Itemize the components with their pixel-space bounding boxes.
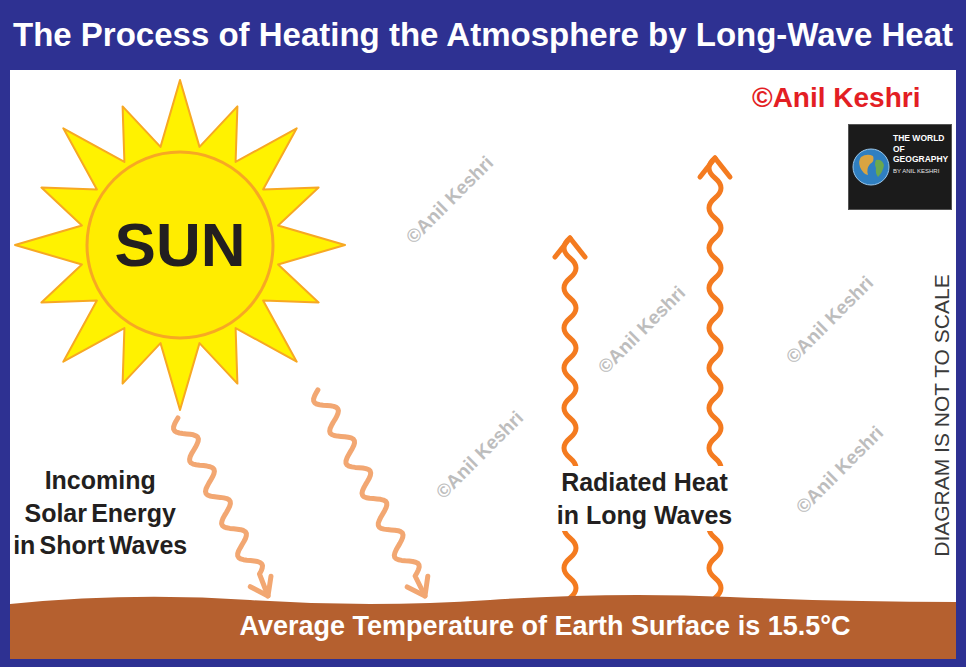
copyright-mark: ©Anil Keshri	[752, 82, 920, 114]
arrow-head	[407, 576, 428, 596]
title-text: The Process of Heating the Atmosphere by…	[0, 0, 966, 70]
globe-icon	[851, 147, 891, 187]
earth-surface-band: Average Temperature of Earth Surface is …	[10, 592, 956, 659]
sun-core	[87, 152, 273, 338]
incoming-label: Incoming Solar Energy in Short Waves	[12, 464, 188, 562]
globe-land	[875, 160, 884, 177]
arrow-head	[250, 576, 271, 596]
logo-box: THE WORLD OF GEOGRAPHY BY ANIL KESHRI	[848, 124, 952, 210]
logo-text: BY ANIL KESHRI	[893, 168, 948, 176]
arrow-head	[700, 158, 730, 177]
radiated-label: Radiated Heat in Long Waves	[552, 466, 737, 531]
surface-temperature-text: Average Temperature of Earth Surface is …	[134, 611, 956, 642]
incoming-wave-arrow	[314, 390, 428, 596]
sun-ray-star	[15, 80, 345, 410]
sun-disc: SUN	[85, 150, 275, 340]
arrow-head	[555, 238, 585, 257]
ground-band-fill	[10, 595, 956, 659]
wave-line	[709, 158, 721, 598]
wave-line	[564, 238, 576, 598]
radiated-wave-arrow	[555, 238, 585, 598]
wave-line	[314, 390, 425, 596]
radiated-wave-arrow	[700, 158, 730, 598]
globe-sea	[853, 149, 889, 185]
globe-land	[859, 155, 873, 175]
title-bar: The Process of Heating the Atmosphere by…	[0, 0, 966, 70]
logo-text: THE WORLD OF GEOGRAPHY	[893, 133, 948, 165]
sun-label: SUN	[115, 214, 246, 276]
scale-note: DIAGRAM IS NOT TO SCALE	[930, 274, 953, 556]
